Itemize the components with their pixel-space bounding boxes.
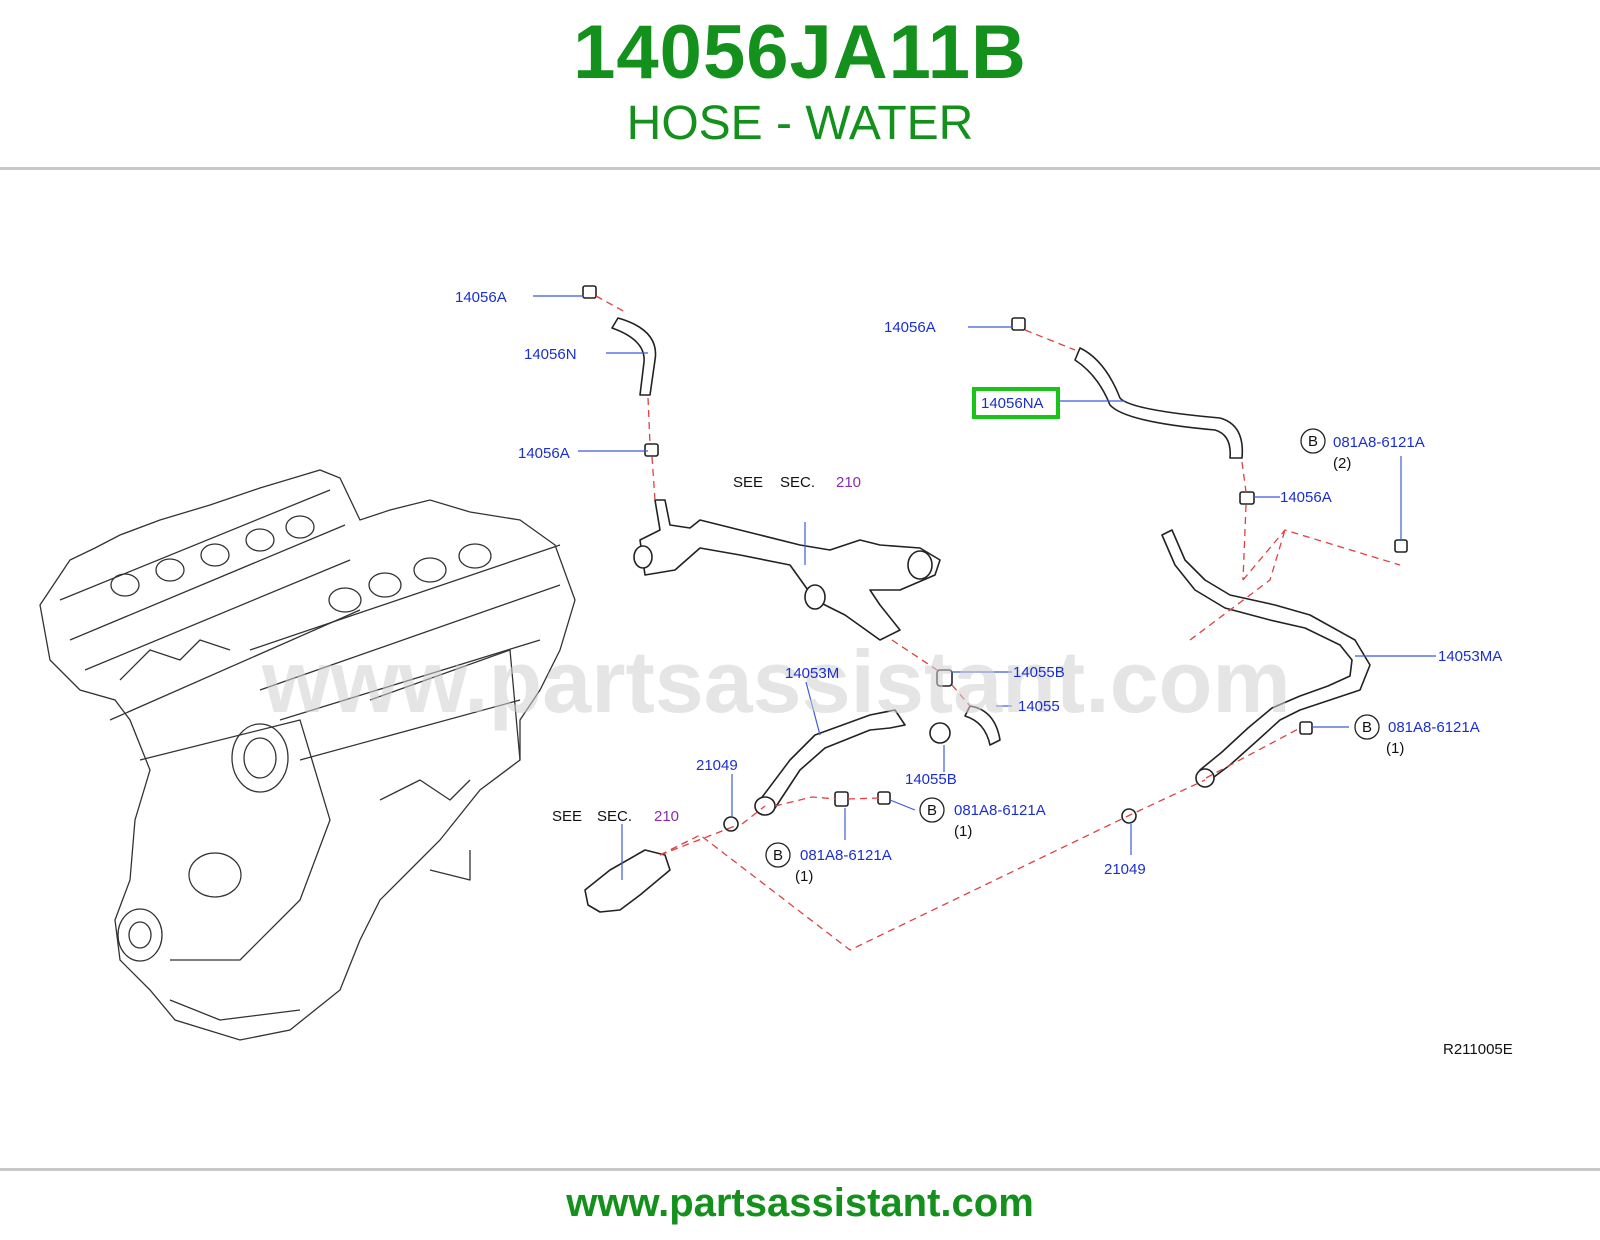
label-14055b-1[interactable]: 14055B <box>1013 664 1065 681</box>
label-14056a-4[interactable]: 14056A <box>1280 489 1332 506</box>
pipe-outlet <box>907 550 933 580</box>
label-081a8-3[interactable]: 081A8-6121A <box>800 847 892 864</box>
footer-divider <box>0 1168 1600 1171</box>
sec-number-2[interactable]: 210 <box>654 808 679 825</box>
bolt-symbol-circle-2 <box>1354 714 1380 740</box>
diagram-reference-code: R211005E <box>1443 1041 1513 1058</box>
label-081a8-4[interactable]: 081A8-6121A <box>1388 719 1480 736</box>
pipe-flange-mid <box>804 584 826 610</box>
label-081a8-1[interactable]: 081A8-6121A <box>1333 434 1425 451</box>
bolt-symbols: B B B B <box>765 428 1380 868</box>
part-description: HOSE - WATER <box>626 97 974 150</box>
label-14055[interactable]: 14055 <box>1018 698 1060 715</box>
watermark: www.partsassistant.com <box>261 632 1291 731</box>
bolt-lower-right <box>1299 721 1313 735</box>
pipe-flange-left <box>633 545 653 569</box>
header-divider <box>0 167 1600 170</box>
part-number: 14056JA11B <box>573 10 1027 95</box>
bolt-center <box>834 791 849 807</box>
highlight-box <box>972 387 1060 419</box>
clamp-14055b-upper <box>936 669 953 687</box>
bolt-right-of-center <box>877 791 891 805</box>
label-14056a-1[interactable]: 14056A <box>455 289 507 306</box>
clamp-14056a-mid <box>644 443 659 457</box>
label-qty-1b: (1) <box>795 868 813 885</box>
label-14056a-2[interactable]: 14056A <box>518 445 570 462</box>
pipe-14053ma-end <box>1195 768 1215 788</box>
hose-14056n <box>611 317 657 396</box>
see-text-1: SEE <box>733 474 763 491</box>
bolt-symbol-2: B <box>1362 719 1372 736</box>
clamp-14056a-right-mid <box>1239 491 1255 505</box>
footer-website-link[interactable]: www.partsassistant.com <box>566 1181 1034 1225</box>
bolt-symbol-circle-3 <box>919 797 945 823</box>
label-21049-2[interactable]: 21049 <box>1104 861 1146 878</box>
sec-number-1[interactable]: 210 <box>836 474 861 491</box>
water-pipe-assembly <box>639 499 941 641</box>
label-081a8-2[interactable]: 081A8-6121A <box>954 802 1046 819</box>
label-14053ma[interactable]: 14053MA <box>1438 648 1502 665</box>
leader-lines <box>533 295 1436 880</box>
engine-block <box>39 469 576 1041</box>
see-text-2: SEE <box>552 808 582 825</box>
label-qty-1c: (1) <box>1386 740 1404 757</box>
label-14055b-2[interactable]: 14055B <box>905 771 957 788</box>
gasket-21049-left <box>723 816 739 832</box>
bolt-upper-right <box>1394 539 1408 553</box>
clamp-14055b-lower <box>929 722 951 744</box>
label-14056na[interactable]: 14056NA <box>981 395 1044 412</box>
bolt-symbol-4: B <box>773 847 783 864</box>
bolt-symbol-circle-4 <box>765 842 791 868</box>
hose-14056na <box>1074 347 1244 459</box>
bolt-symbol-1: B <box>1308 433 1318 450</box>
clamp-14056a-right-top <box>1011 317 1026 331</box>
clamp-14056a-top <box>582 285 597 299</box>
label-qty-1a: (1) <box>954 823 972 840</box>
label-14053m[interactable]: 14053M <box>785 665 839 682</box>
hose-14055 <box>964 705 1001 746</box>
sec-text-2: SEC. <box>597 808 632 825</box>
section-reference-top[interactable]: SEE SEC. 210 <box>733 474 861 491</box>
section-reference-bottom[interactable]: SEE SEC. 210 <box>552 808 679 825</box>
label-14056n[interactable]: 14056N <box>524 346 577 363</box>
sec-text-1: SEC. <box>780 474 815 491</box>
label-21049-1[interactable]: 21049 <box>696 757 738 774</box>
dashed-connections <box>595 295 1401 951</box>
water-housing-bottom <box>584 849 671 913</box>
label-qty-2: (2) <box>1333 455 1351 472</box>
page-header: 14056JA11B HOSE - WATER <box>0 0 1600 170</box>
water-pipe-14053m <box>759 709 906 809</box>
part-labels: 14056A 14056N 14056A 14056A 14056NA 081A… <box>455 289 1502 885</box>
label-14056a-3[interactable]: 14056A <box>884 319 936 336</box>
bolt-symbol-circle-1 <box>1300 428 1326 454</box>
bolt-symbol-3: B <box>927 802 937 819</box>
